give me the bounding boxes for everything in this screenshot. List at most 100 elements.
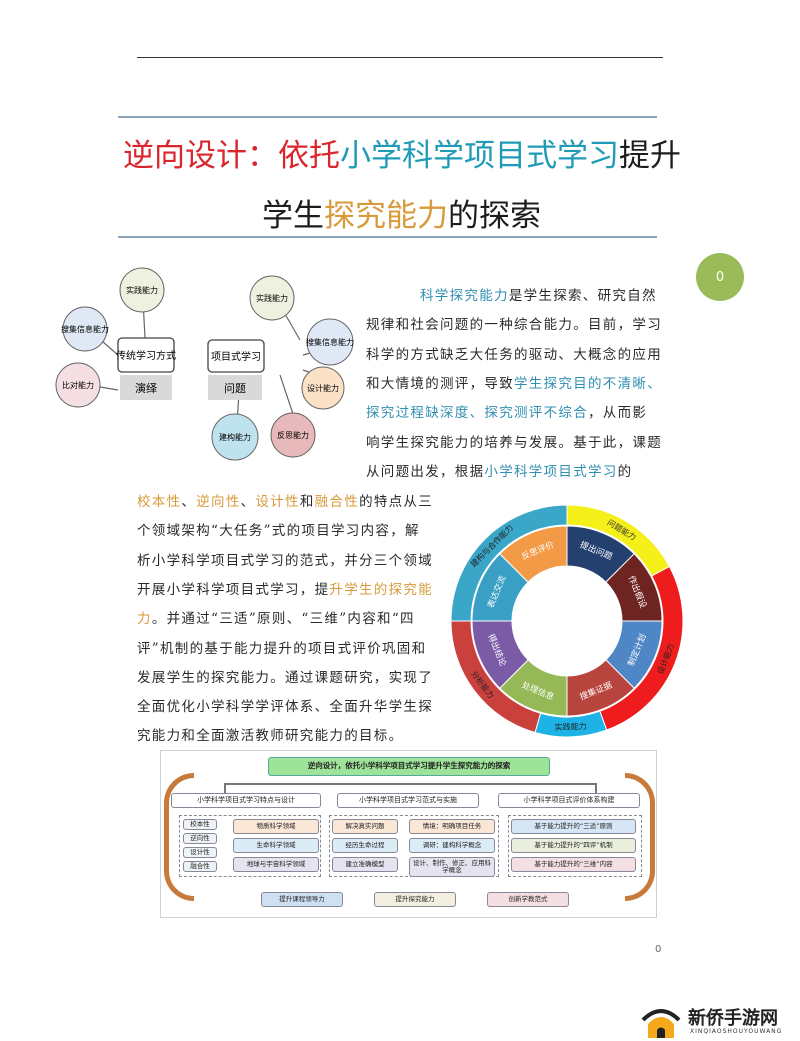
body-line: 探究过程缺深度、探究测评不综合，从而影 <box>366 401 647 421</box>
page-number: 0 <box>655 944 662 955</box>
trait-box: 融合性 <box>183 861 217 872</box>
body-line: 究能力和全面激活教师研究能力的目标。 <box>137 724 403 744</box>
body-line: 科学探究能力是学生探索、研究自然 <box>420 284 657 304</box>
text-segment: 响学生探究能力的培养与发展。基于此，课题 <box>366 434 662 451</box>
wheel-label: 实践能力 <box>555 721 587 732</box>
text-segment: 开展小学科学项目式学习，提 <box>137 581 330 598</box>
text-segment: 力 <box>137 611 152 628</box>
mindmap-center-project: 项目式学习 <box>211 350 261 363</box>
text-segment: 融合性 <box>314 494 360 510</box>
text-segment: 的探索 <box>448 198 541 234</box>
node: 设计能力 <box>307 383 339 393</box>
node: 实践能力 <box>126 285 158 295</box>
inquiry-wheel: 问题能力设计能力实践能力分析能力建构与合作能力提出问题作出假设制定计划搜集证据处… <box>450 504 684 738</box>
title-rule-top <box>118 116 657 118</box>
flowchart-column-3: 小学科学项目式评价体系构建 <box>498 793 640 808</box>
connector <box>224 783 597 793</box>
node: 搜集信息能力 <box>306 337 354 347</box>
text-segment: 设计性 <box>255 494 300 510</box>
design-group <box>179 815 321 877</box>
logo-name: 新侨手游网 <box>688 1008 778 1029</box>
flowchart: 逆向设计，依托小学科学项目式学习提升学生探究能力的探索 小学科学项目式学习特点与… <box>160 750 657 918</box>
text-segment: 、 <box>181 494 197 510</box>
mindmap-project: 项目式学习 问题 实践能力 搜集信息能力 设计能力 反思能力 建构能力 <box>207 275 354 461</box>
mindmap-traditional: 传统学习方式 演绎 实践能力 搜集信息能力 比对能力 <box>55 267 176 408</box>
wheel-inner-segment <box>499 525 568 583</box>
top-rule <box>137 57 663 58</box>
page-title-line2: 学生探究能力的探索 <box>262 190 541 235</box>
text-segment: 小学科学项目式学习 <box>484 463 618 480</box>
page-badge: 0 <box>696 253 744 301</box>
left-cycle-arrow <box>164 773 194 901</box>
mindmap-center-traditional: 传统学习方式 <box>116 349 176 362</box>
body-line: 从问题出发，根据小学科学项目式学习的 <box>366 460 632 480</box>
text-segment: 是学生探索、研究自然 <box>508 288 657 304</box>
body-line: 个领域架构“大任务”式的项目学习内容，解 <box>137 519 420 539</box>
outcome-box: 提升探究能力 <box>374 892 456 907</box>
text-segment: 规律和社会问题的一种综合能力。目前，学习 <box>366 317 662 334</box>
domain-box: 生命科学领域 <box>233 838 319 853</box>
text-segment: 探究过程缺深度、探究测评不综合 <box>366 405 588 422</box>
text-segment: 究能力和全面激活教师研究能力的目标。 <box>137 728 404 745</box>
text-segment: 评”机制的基于能力提升的项目式评价巩固和 <box>137 640 427 657</box>
text-segment: 的特点从三 <box>359 494 434 510</box>
node: 实践能力 <box>256 293 288 303</box>
text-segment: 个领域架构“大任务”式的项目学习内容，解 <box>137 523 420 540</box>
body-line: 评”机制的基于能力提升的项目式评价巩固和 <box>137 637 426 657</box>
text-segment: 小学科学项目式学习 <box>340 138 619 174</box>
text-segment: 、 <box>240 494 256 510</box>
node: 搜集信息能力 <box>61 324 109 334</box>
text-segment: 。并通过“三适”原则、“三维”内容和“四 <box>151 611 415 628</box>
site-logo: 新侨手游网 XINQIAOSHOUYOUWANG <box>640 1000 800 1041</box>
body-line: 发展学生的探究能力。通过课题研究，实现了 <box>137 666 433 686</box>
trait-box: 逆向性 <box>183 833 217 844</box>
text-segment: 校本性 <box>137 494 182 510</box>
text-segment: 全面优化小学科学学评体系、全面升华学生探 <box>137 699 433 716</box>
text-segment: 析小学科学项目式学习的范式，并分三个领域 <box>137 552 433 569</box>
mindmap-tag-project: 问题 <box>224 382 246 395</box>
practice-box: 建立准确模型 <box>332 857 398 872</box>
mindmap-diagram: 传统学习方式 演绎 实践能力 搜集信息能力 比对能力 项目式学习 问题 实践能力… <box>55 267 354 461</box>
step-box: 情境：明确项目任务 <box>409 819 495 834</box>
evaluation-box: 基于能力提升的“三适”原则 <box>511 819 636 834</box>
body-line: 和大情境的测评，导致学生探究目的不清晰、 <box>366 372 662 392</box>
mindmap-tag-traditional: 演绎 <box>135 381 157 395</box>
body-line: 开展小学科学项目式学习，提升学生的探究能 <box>137 578 433 598</box>
text-segment: 升学生的探究能 <box>329 581 434 598</box>
body-line: 析小学科学项目式学习的范式，并分三个领域 <box>137 549 433 569</box>
practice-box: 解决真实问题 <box>332 819 398 834</box>
body-line: 响学生探究能力的培养与发展。基于此，课题 <box>366 431 662 451</box>
body-line: 校本性、逆向性、设计性和融合性的特点从三 <box>137 490 433 510</box>
text-segment: 和 <box>299 494 315 510</box>
text-segment: 逆向设计：依托 <box>123 138 340 174</box>
domain-box: 物质科学领域 <box>233 819 319 834</box>
outcome-box: 创新学教范式 <box>487 892 569 907</box>
text-segment: ，从而影 <box>588 405 648 422</box>
right-cycle-arrow <box>625 773 655 901</box>
text-segment: 探究能力 <box>324 198 448 234</box>
text-segment: 发展学生的探究能力。通过课题研究，实现了 <box>137 669 433 686</box>
text-segment: 学生 <box>262 198 324 234</box>
trait-box: 设计性 <box>183 847 217 858</box>
title-rule-bottom <box>118 236 657 238</box>
evaluation-box: 基于能力提升的“四评”机制 <box>511 838 636 853</box>
node: 建构能力 <box>219 432 251 442</box>
node: 比对能力 <box>62 380 94 390</box>
trait-box: 校本性 <box>183 819 217 830</box>
text-segment: 学生探究目的不清晰、 <box>514 375 662 392</box>
domain-box: 地球与宇宙科学领域 <box>233 857 319 872</box>
step-box: 设计、制作、修正、应用科学概念 <box>409 857 495 877</box>
flowchart-title: 逆向设计，依托小学科学项目式学习提升学生探究能力的探索 <box>268 757 550 776</box>
text-segment: 逆向性 <box>196 494 241 510</box>
page-badge-text: 0 <box>715 269 725 285</box>
text-segment: 的 <box>617 463 633 480</box>
logo-pinyin: XINQIAOSHOUYOUWANG <box>690 1028 783 1035</box>
page-title-line1: 逆向设计：依托小学科学项目式学习提升 <box>123 130 681 175</box>
body-line: 全面优化小学科学学评体系、全面升华学生探 <box>137 695 433 715</box>
house-logo-icon <box>641 1009 681 1038</box>
step-box: 调研：建构科学概念 <box>409 838 495 853</box>
body-line: 科学的方式缺乏大任务的驱动、大概念的应用 <box>366 343 662 363</box>
evaluation-box: 基于能力提升的“三维”内容 <box>511 857 636 872</box>
text-segment: 提升 <box>619 138 681 174</box>
wheel-outer-segment <box>450 504 568 622</box>
